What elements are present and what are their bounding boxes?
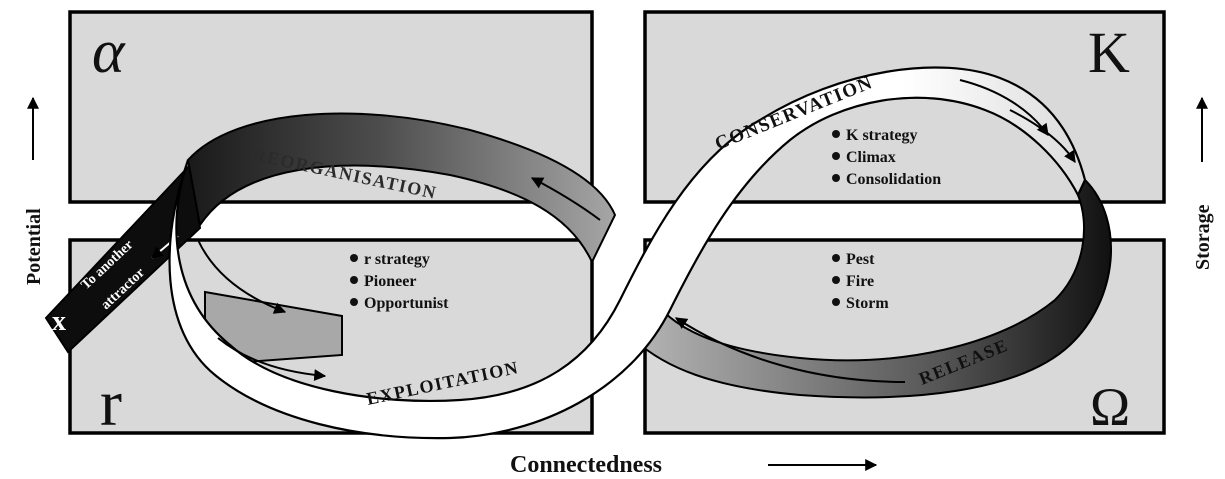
bullet: [832, 174, 840, 182]
omega-list-item-2: Fire: [846, 273, 874, 290]
bullet: [350, 276, 358, 284]
flow-arrow-conservation-1: [959, 79, 1049, 136]
k-quadrant-list: K strategy Climax Consolidation: [832, 127, 941, 188]
reorganisation-band: [186, 112, 617, 265]
axis-label-connectedness: Connectedness: [510, 452, 662, 478]
corner-omega: Ω: [1090, 377, 1130, 437]
bullet: [350, 298, 358, 306]
r-list-item-2: Pioneer: [364, 273, 416, 290]
flow-arrow-exploitation-1: [197, 239, 287, 314]
omega-list-item-1: Pest: [846, 251, 875, 268]
r-list-item-3: Opportunist: [364, 295, 449, 312]
corner-k: K: [1088, 20, 1130, 85]
axis-label-potential: Potential: [23, 208, 45, 285]
k-list-item-1: K strategy: [846, 127, 918, 144]
r-list-item-1: r strategy: [364, 251, 430, 268]
bullet: [832, 152, 840, 160]
bullet: [350, 254, 358, 262]
r-quadrant-list: r strategy Pioneer Opportunist: [350, 251, 449, 312]
exit-symbol: x: [52, 306, 66, 337]
flow-arrow-conservation-2: [1009, 109, 1076, 164]
flow-arrow-exploitation-2: [217, 337, 327, 382]
corner-r: r: [100, 367, 122, 440]
omega-list-item-3: Storm: [846, 295, 889, 312]
flow-arrow-release: [674, 317, 906, 383]
axis-label-storage: Storage: [1192, 204, 1214, 270]
omega-quadrant-list: Pest Fire Storm: [832, 251, 889, 312]
k-list-item-2: Climax: [846, 149, 896, 166]
bullet: [832, 254, 840, 262]
main-white-band: [168, 66, 1087, 440]
bullet: [832, 298, 840, 306]
bullet: [832, 130, 840, 138]
bullet: [832, 276, 840, 284]
corner-alpha: α: [92, 18, 126, 86]
k-list-item-3: Consolidation: [846, 171, 941, 188]
flow-arrow-reorganisation: [530, 177, 601, 221]
